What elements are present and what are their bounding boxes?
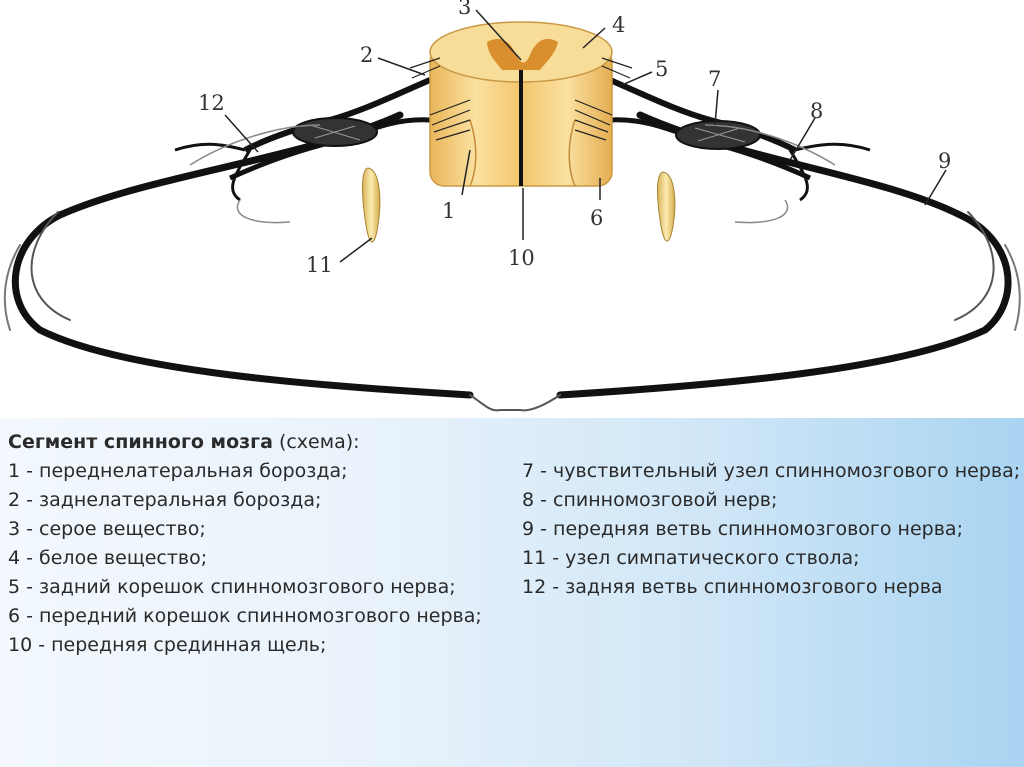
sympathetic-ganglion-left: [362, 167, 381, 243]
legend-item: 1 - переднелатеральная борозда;: [8, 460, 348, 482]
callout-8: 8: [810, 99, 823, 123]
legend-title-bold: Сегмент спинного мозга: [8, 431, 273, 453]
legend-title: Сегмент спинного мозга (схема):: [8, 428, 508, 457]
callout-10: 10: [508, 246, 535, 270]
leader-lines: [224, 9, 947, 263]
body-outline: [189, 124, 836, 224]
callout-9: 9: [938, 149, 951, 173]
legend-left-column: Сегмент спинного мозга (схема): 1 - пере…: [8, 428, 508, 660]
spinal-cord: [429, 21, 613, 187]
callout-6: 6: [590, 206, 603, 230]
callout-12: 12: [198, 91, 225, 115]
legend-item: 12 - задняя ветвь спинномозгового нерва: [522, 576, 943, 598]
legend-item: 8 - спинномозговой нерв;: [522, 489, 778, 511]
legend-caption: Сегмент спинного мозга (схема): 1 - пере…: [0, 418, 1024, 767]
legend-item: 5 - задний корешок спинномозгового нерва…: [8, 576, 456, 598]
callout-5: 5: [655, 57, 668, 81]
legend-right-column: 7 - чувствительный узел спинномозгового …: [522, 457, 1024, 602]
legend-item: 3 - серое вещество;: [8, 518, 206, 540]
legend-item: 7 - чувствительный узел спинномозгового …: [522, 460, 1021, 482]
right-spinal-nerve: [608, 77, 871, 202]
legend-item: 4 - белое вещество;: [8, 547, 208, 569]
legend-item: 9 - передняя ветвь спинномозгового нерва…: [522, 518, 963, 540]
callout-3: 3: [458, 0, 471, 19]
spinal-segment-diagram: 3 4 2 5 7 12 8 9 1 6 10 11: [3, 0, 1021, 412]
callout-7: 7: [708, 67, 721, 91]
anterior-rami-loop: [3, 111, 1021, 412]
left-spinal-nerve: [174, 77, 432, 202]
callout-4: 4: [612, 13, 625, 37]
diagram-canvas: 3 4 2 5 7 12 8 9 1 6 10 11: [3, 0, 1021, 412]
root-filaments: [409, 57, 633, 141]
legend-item: 10 - передняя срединная щель;: [8, 634, 327, 656]
legend-item: 11 - узел симпатического ствола;: [522, 547, 860, 569]
callout-11: 11: [306, 253, 333, 277]
callout-labels: 3 4 2 5 7 12 8 9 1 6 10 11: [198, 0, 951, 277]
callout-2: 2: [360, 43, 373, 67]
legend-item: 2 - заднелатеральная борозда;: [8, 489, 322, 511]
sympathetic-ganglion-right: [657, 171, 676, 242]
legend-item: 6 - передний корешок спинномозгового нер…: [8, 605, 482, 627]
callout-1: 1: [442, 199, 455, 223]
legend-title-rest: (схема):: [272, 431, 360, 453]
